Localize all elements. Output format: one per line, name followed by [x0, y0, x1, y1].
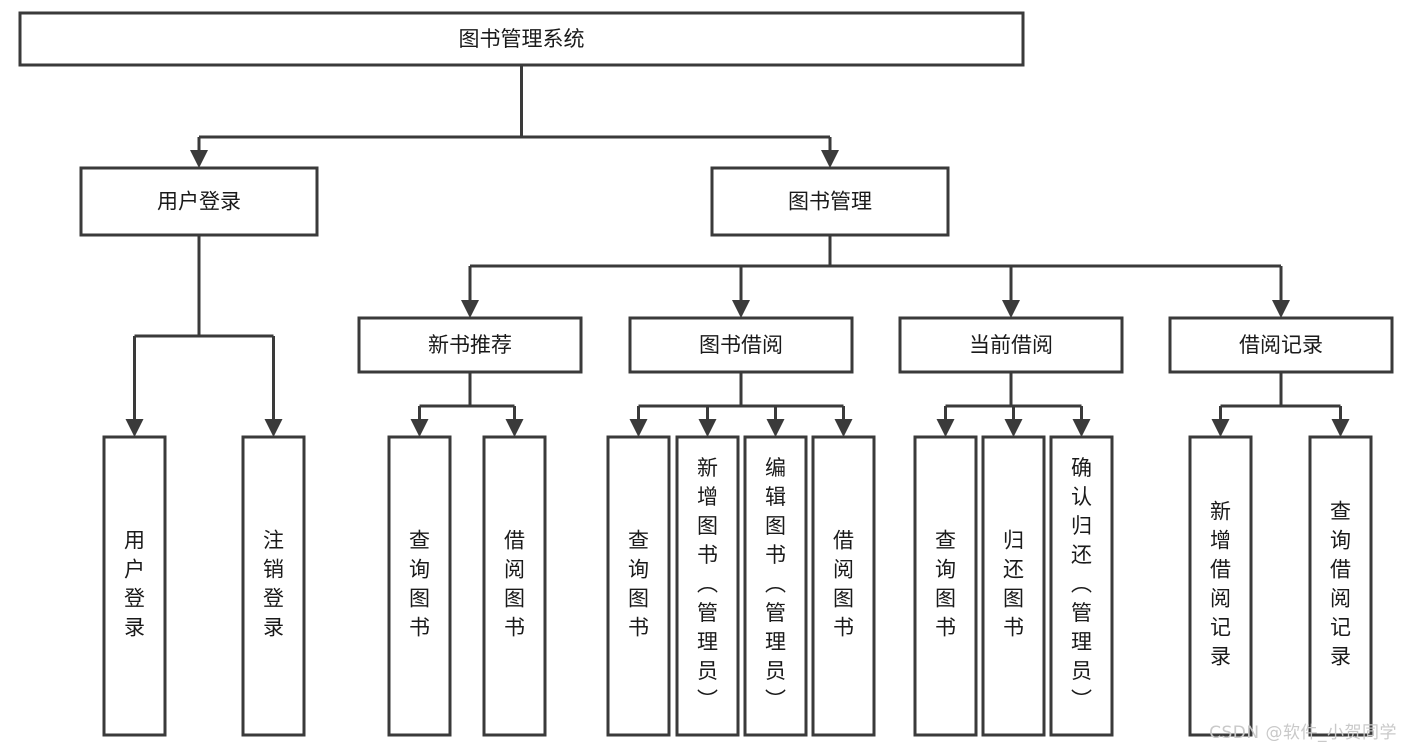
- connector-group: [936, 372, 1091, 437]
- node-leaf_7[interactable]: 借阅图书: [811, 435, 876, 737]
- watermark-text: CSDN @软件_小贺同学: [1209, 723, 1397, 743]
- arrow-head-icon: [821, 150, 839, 168]
- node-label: 查询图书: [409, 529, 430, 640]
- node-label: 确认归还︵管理员︶: [1071, 456, 1092, 712]
- arrow-head-icon: [125, 419, 144, 437]
- arrow-head-icon: [766, 419, 785, 437]
- node-label: 新增借阅记录: [1210, 500, 1231, 669]
- node-label: 查询图书: [628, 529, 649, 640]
- node-box: [1308, 435, 1373, 737]
- node-label: 借阅图书: [833, 529, 854, 640]
- connector-group: [629, 372, 853, 437]
- arrow-head-icon: [732, 300, 750, 318]
- node-box: [79, 166, 319, 237]
- node-leaf_1[interactable]: 注销登录: [241, 435, 306, 737]
- connector-group: [410, 372, 524, 437]
- arrow-head-icon: [1272, 300, 1290, 318]
- node-l1_0[interactable]: 用户登录: [79, 166, 319, 237]
- node-box: [1049, 435, 1114, 737]
- arrow-head-icon: [264, 419, 283, 437]
- node-leaf_11[interactable]: 新增借阅记录: [1188, 435, 1253, 737]
- node-l2_2[interactable]: 当前借阅: [898, 316, 1124, 374]
- node-box: [387, 435, 452, 737]
- node-leaf_5[interactable]: 新增图书︵管理员︶: [675, 435, 740, 737]
- node-label: 查询借阅记录: [1330, 500, 1351, 669]
- node-box: [675, 435, 740, 737]
- arrow-head-icon: [936, 419, 955, 437]
- node-box: [981, 435, 1046, 737]
- node-box: [482, 435, 547, 737]
- node-leaf_0[interactable]: 用户登录: [102, 435, 167, 737]
- node-box: [102, 435, 167, 737]
- node-label: 借阅图书: [504, 529, 525, 640]
- node-box: [241, 435, 306, 737]
- node-label: 注销登录: [263, 529, 284, 640]
- node-box: [357, 316, 583, 374]
- node-label: 借阅记录: [1239, 333, 1323, 357]
- node-label: 用户登录: [157, 190, 241, 214]
- arrow-head-icon: [834, 419, 853, 437]
- node-l2_3[interactable]: 借阅记录: [1168, 316, 1394, 374]
- node-leaf_9[interactable]: 归还图书: [981, 435, 1046, 737]
- node-box: [628, 316, 854, 374]
- arrow-head-icon: [505, 419, 524, 437]
- node-leaf_10[interactable]: 确认归还︵管理员︶: [1049, 435, 1114, 737]
- node-label: 图书管理: [788, 190, 872, 214]
- connector-group: [461, 235, 1290, 318]
- node-box: [743, 435, 808, 737]
- arrow-head-icon: [1331, 419, 1350, 437]
- connector-group: [1211, 372, 1350, 437]
- arrow-head-icon: [410, 419, 429, 437]
- node-leaf_2[interactable]: 查询图书: [387, 435, 452, 737]
- node-label: 图书管理系统: [459, 27, 585, 51]
- node-box: [811, 435, 876, 737]
- node-box: [710, 166, 950, 237]
- node-leaf_4[interactable]: 查询图书: [606, 435, 671, 737]
- connectors-layer: [125, 65, 1350, 437]
- node-label: 新增图书︵管理员︶: [697, 456, 718, 712]
- node-box: [898, 316, 1124, 374]
- connector-group: [190, 65, 839, 168]
- node-box: [606, 435, 671, 737]
- node-label: 新书推荐: [428, 333, 512, 357]
- node-box: [1168, 316, 1394, 374]
- node-leaf_3[interactable]: 借阅图书: [482, 435, 547, 737]
- node-l1_1[interactable]: 图书管理: [710, 166, 950, 237]
- node-leaf_8[interactable]: 查询图书: [913, 435, 978, 737]
- connector-group: [125, 235, 283, 437]
- arrow-head-icon: [698, 419, 717, 437]
- arrow-head-icon: [629, 419, 648, 437]
- node-box: [913, 435, 978, 737]
- node-leaf_12[interactable]: 查询借阅记录: [1308, 435, 1373, 737]
- arrow-head-icon: [1211, 419, 1230, 437]
- node-label: 编辑图书︵管理员︶: [765, 456, 786, 712]
- node-label: 用户登录: [124, 529, 145, 640]
- arrow-head-icon: [1002, 300, 1020, 318]
- arrow-head-icon: [190, 150, 208, 168]
- node-label: 归还图书: [1003, 529, 1024, 640]
- arrow-head-icon: [1004, 419, 1023, 437]
- node-leaf_6[interactable]: 编辑图书︵管理员︶: [743, 435, 808, 737]
- arrow-head-icon: [461, 300, 479, 318]
- arrow-head-icon: [1072, 419, 1091, 437]
- nodes-layer: 图书管理系统用户登录图书管理新书推荐图书借阅当前借阅借阅记录用户登录注销登录查询…: [18, 11, 1394, 737]
- node-l2_0[interactable]: 新书推荐: [357, 316, 583, 374]
- node-root[interactable]: 图书管理系统: [18, 11, 1025, 67]
- node-label: 图书借阅: [699, 333, 783, 357]
- node-l2_1[interactable]: 图书借阅: [628, 316, 854, 374]
- node-box: [18, 11, 1025, 67]
- node-box: [1188, 435, 1253, 737]
- node-label: 当前借阅: [969, 333, 1053, 357]
- node-label: 查询图书: [935, 529, 956, 640]
